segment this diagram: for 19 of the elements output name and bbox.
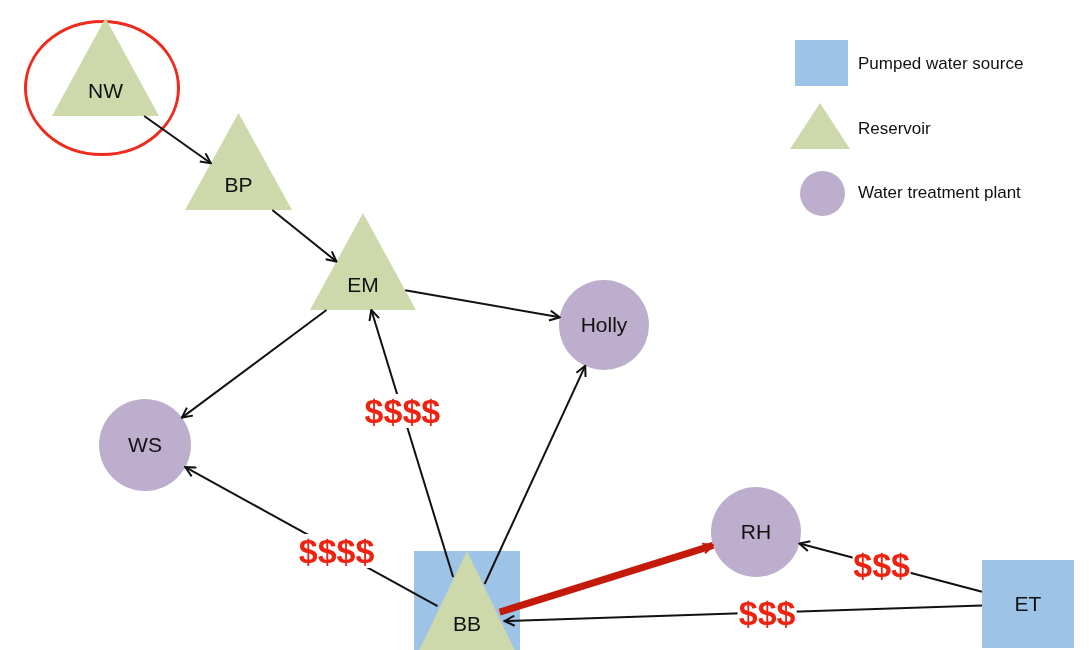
- arrow: [404, 289, 561, 322]
- node-label: EM: [347, 272, 379, 297]
- arrow: [271, 209, 338, 263]
- legend-label: Reservoir: [858, 119, 931, 139]
- arrow: [143, 115, 212, 165]
- node-label: Holly: [580, 313, 628, 337]
- node-label: BB: [453, 612, 481, 637]
- legend-label: Water treatment plant: [858, 183, 1021, 203]
- legend-label: Pumped water source: [858, 54, 1024, 74]
- node-label: ET: [1014, 592, 1042, 616]
- node-label: NW: [88, 78, 123, 103]
- node-label: RH: [740, 520, 772, 544]
- edge-label: $$$$: [363, 394, 442, 429]
- node-label: WS: [128, 433, 162, 457]
- arrow: [180, 309, 328, 419]
- arrow: [483, 364, 587, 585]
- thick-arrow: [498, 542, 715, 616]
- edge-label: $$$$: [297, 533, 376, 568]
- node-label: BP: [224, 172, 253, 197]
